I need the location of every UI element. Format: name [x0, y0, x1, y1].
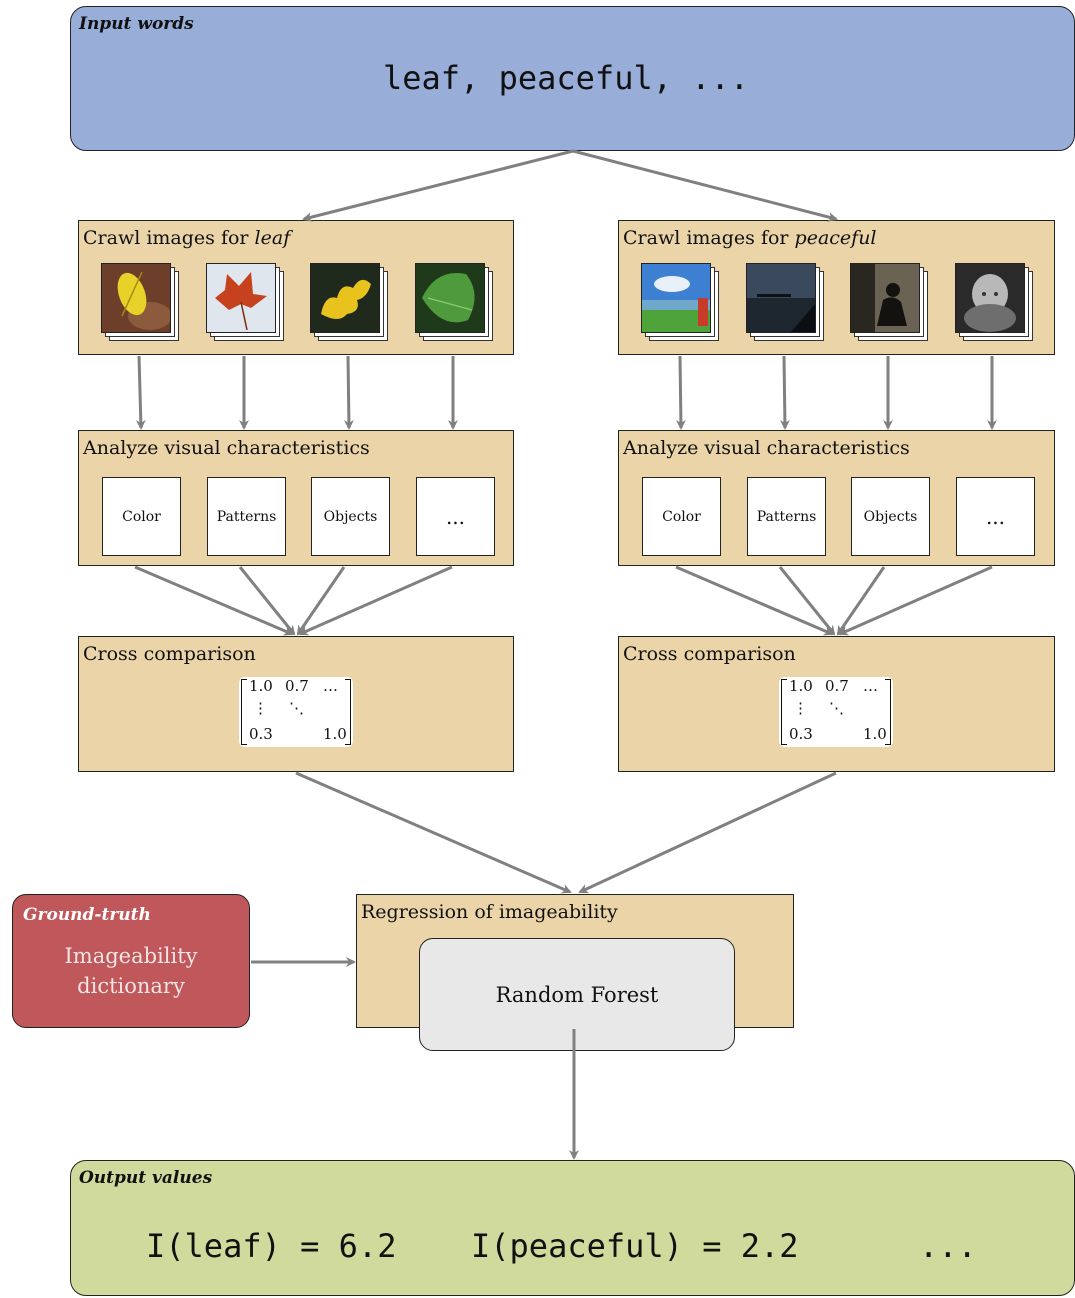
ground-truth-line-2: dictionary: [77, 974, 185, 998]
analyze-visual-peaceful-box: Analyze visual characteristics Color Pat…: [618, 430, 1055, 566]
leaf-image-4: [415, 263, 493, 341]
arrow-crawl-to-analyze: [779, 355, 790, 430]
arrow-input-to-leaf: [302, 149, 574, 222]
arrow-analyze-to-cross: [296, 566, 346, 636]
crawl-images-leaf-title: Crawl images for leaf: [83, 227, 291, 249]
analyze-visual-title: Analyze visual characteristics: [623, 437, 910, 459]
peaceful-image-3: [850, 263, 928, 341]
cross-comparison-peaceful-box: Cross comparison 1.0 0.7 … ⋮ ⋱ 0.3 1.0: [618, 636, 1055, 772]
feature-patterns: Patterns: [207, 477, 286, 556]
random-forest-box: Random Forest: [419, 938, 735, 1051]
leaf-image-3: [310, 263, 388, 341]
ground-truth-line-1: Imageability: [64, 944, 198, 968]
output-value-more: ...: [919, 1227, 977, 1265]
arrow-analyze-to-cross: [838, 565, 993, 636]
input-words-title: Input words: [79, 14, 194, 34]
arrow-analyze-to-cross: [836, 566, 886, 636]
peaceful-image-1: [641, 263, 719, 341]
arrow-analyze-to-cross: [238, 566, 296, 636]
regression-title: Regression of imageability: [361, 901, 618, 923]
output-value-leaf: I(leaf) = 6.2: [146, 1227, 397, 1265]
cross-comparison-leaf-box: Cross comparison 1.0 0.7 … ⋮ ⋱ 0.3 1.0: [78, 636, 514, 772]
cross-comparison-title: Cross comparison: [83, 643, 256, 665]
ground-truth-title: Ground-truth: [23, 905, 151, 925]
matrix-cell: 1.0: [323, 725, 347, 743]
matrix-cell: ⋱: [289, 699, 304, 717]
matrix-cell: 0.7: [285, 677, 309, 695]
analyze-visual-title: Analyze visual characteristics: [83, 437, 370, 459]
peaceful-image-2: [746, 263, 824, 341]
cross-comparison-title: Cross comparison: [623, 643, 796, 665]
analyze-visual-leaf-box: Analyze visual characteristics Color Pat…: [78, 430, 514, 566]
crawl-images-peaceful-title: Crawl images for peaceful: [623, 227, 877, 249]
regression-box: Regression of imageability Random Forest: [356, 894, 794, 1051]
arrow-crawl-to-analyze: [675, 355, 686, 430]
matrix-cell: 1.0: [863, 725, 887, 743]
output-value-peaceful: I(peaceful) = 2.2: [471, 1227, 799, 1265]
matrix-cell: 1.0: [789, 677, 813, 695]
feature-color: Color: [102, 477, 181, 556]
leaf-image-2: [206, 263, 284, 341]
input-words-list: leaf, peaceful, ...: [383, 59, 750, 97]
matrix-cell: …: [863, 677, 878, 695]
crawl-images-peaceful-box: Crawl images for peaceful: [618, 220, 1055, 355]
ground-truth-box: Ground-truth Imageability dictionary: [12, 894, 250, 1028]
matrix-cell: ⋮: [253, 699, 268, 717]
output-values-box: Output values I(leaf) = 6.2 I(peaceful) …: [70, 1160, 1075, 1296]
crawl-images-leaf-box: Crawl images for leaf: [78, 220, 514, 355]
matrix-cell: ⋱: [829, 699, 844, 717]
feature-more: ...: [416, 477, 495, 556]
arrow-crawl-to-analyze: [135, 355, 146, 430]
leaf-image-1: [101, 263, 179, 341]
arrow-analyze-to-cross: [134, 565, 294, 636]
matrix-cell: 0.7: [825, 677, 849, 695]
feature-objects: Objects: [311, 477, 390, 556]
feature-more: ...: [956, 477, 1035, 556]
arrow-analyze-to-cross: [675, 565, 834, 636]
output-values-title: Output values: [79, 1168, 213, 1188]
feature-patterns: Patterns: [747, 477, 826, 556]
feature-color: Color: [642, 477, 721, 556]
input-words-box: Input words leaf, peaceful, ...: [70, 6, 1075, 151]
similarity-matrix: 1.0 0.7 … ⋮ ⋱ 0.3 1.0: [779, 677, 893, 747]
arrow-input-to-peaceful: [572, 149, 838, 222]
matrix-cell: 0.3: [789, 725, 813, 743]
feature-objects: Objects: [851, 477, 930, 556]
similarity-matrix: 1.0 0.7 … ⋮ ⋱ 0.3 1.0: [239, 677, 353, 747]
matrix-cell: ⋮: [793, 699, 808, 717]
arrow-cross-to-regression: [578, 771, 837, 894]
matrix-cell: 0.3: [249, 725, 273, 743]
arrow-cross-to-regression: [295, 771, 572, 894]
peaceful-image-4: [955, 263, 1033, 341]
matrix-cell: …: [323, 677, 338, 695]
matrix-cell: 1.0: [249, 677, 273, 695]
arrow-analyze-to-cross: [778, 566, 836, 636]
arrow-analyze-to-cross: [298, 565, 453, 636]
arrow-crawl-to-analyze: [343, 355, 354, 430]
